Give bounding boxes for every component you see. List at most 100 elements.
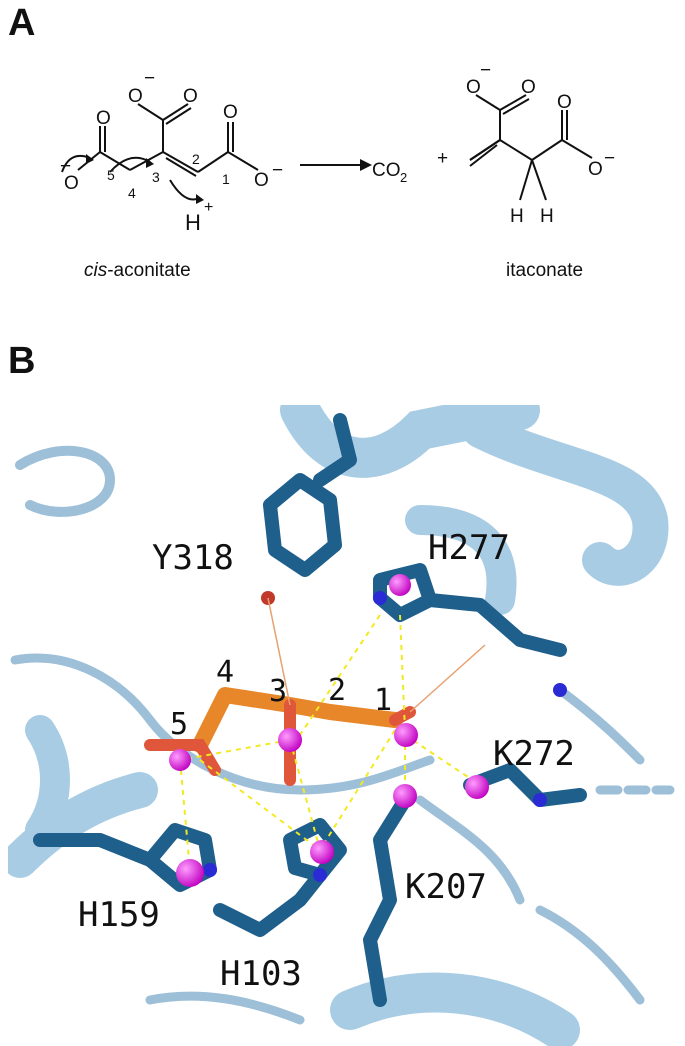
charge-c5: − xyxy=(60,156,71,177)
bond-c2-c1 xyxy=(197,151,229,173)
product-name: itaconate xyxy=(506,260,583,281)
plus-sign: + xyxy=(437,148,448,169)
arrow-head-1 xyxy=(86,154,94,164)
bond-c3-c2-b xyxy=(165,157,197,177)
hbond-9 xyxy=(179,739,291,761)
it-bond-3 xyxy=(475,94,501,111)
h277-ne xyxy=(553,683,567,697)
atom-o-minus-c1: O xyxy=(254,170,269,191)
it-h-left: H xyxy=(510,206,524,227)
residue-label-h159: H159 xyxy=(78,895,160,935)
residue-label-h103: H103 xyxy=(220,954,302,994)
it-atom-o1: O xyxy=(466,77,481,98)
residue-label-k272: K272 xyxy=(493,734,575,774)
y318-ring xyxy=(263,473,342,577)
loop-bottom-left xyxy=(145,991,305,1025)
reaction-arrow-head xyxy=(360,159,372,171)
k272-nitrogen xyxy=(533,793,547,807)
it-h-2 xyxy=(531,159,547,201)
y318-contact xyxy=(267,597,291,706)
it-atom-o3: O xyxy=(557,92,572,113)
h277-nitrogen xyxy=(373,591,387,605)
bond-co-double-2 xyxy=(165,107,192,125)
sphere-c3 xyxy=(278,728,302,752)
ligand-num-2: 2 xyxy=(328,673,346,708)
proton-charge: + xyxy=(204,199,213,216)
h103-nitrogen xyxy=(313,868,327,882)
atom-o-top2: O xyxy=(183,86,198,107)
atom-o-top: O xyxy=(128,86,143,107)
h159-ring xyxy=(143,823,217,892)
it-bond-5 xyxy=(469,139,501,161)
sphere-k272 xyxy=(465,775,489,799)
arrow-head-2 xyxy=(146,158,154,168)
reaction-scheme: O O − O − O O O − H + 5 4 3 2 1 CO 2 + O… xyxy=(60,60,615,281)
h103-chain xyxy=(213,868,327,937)
panel-a-letter: A xyxy=(8,2,36,44)
atom-o-minus-c5: O xyxy=(64,173,79,194)
co2-text: CO xyxy=(372,160,401,181)
sphere-h159 xyxy=(176,859,204,887)
residue-label-k207: K207 xyxy=(405,867,487,907)
panel-b-letter: B xyxy=(8,340,36,382)
ligand-c1-carboxylate xyxy=(389,706,416,726)
sphere-h277 xyxy=(389,574,411,596)
ligand-c5-carboxylate xyxy=(144,739,221,776)
hbond-8 xyxy=(319,729,396,851)
helix-left xyxy=(25,715,70,845)
ligand-num-5: 5 xyxy=(170,707,188,742)
helix-right-mid xyxy=(405,505,517,615)
bond-c3-c2-a xyxy=(162,151,199,173)
it-charge-2: − xyxy=(604,148,615,169)
y318-backbone xyxy=(313,413,357,487)
substrate-name: cis-aconitate xyxy=(84,260,191,281)
h159-chain xyxy=(33,833,157,867)
sphere-c1 xyxy=(394,723,418,747)
atom-o-c1: O xyxy=(223,102,238,123)
it-atom-o2: O xyxy=(521,77,536,98)
helix-top-right xyxy=(462,412,669,586)
it-bond-7 xyxy=(531,139,563,161)
carbon-num-5: 5 xyxy=(107,167,115,183)
helix-top xyxy=(280,405,540,478)
residue-label-h277: H277 xyxy=(428,528,510,568)
sphere-c5 xyxy=(169,749,191,771)
it-h-right: H xyxy=(540,206,554,227)
sphere-h103 xyxy=(310,840,334,864)
hbond-4 xyxy=(199,759,321,851)
ligand-num-1: 1 xyxy=(374,683,392,718)
carbon-num-2: 2 xyxy=(192,151,200,167)
bond-c5-c4 xyxy=(99,151,131,171)
carbon-num-4: 4 xyxy=(128,185,136,201)
charge-top: − xyxy=(144,68,155,89)
it-bond-4b xyxy=(502,98,530,115)
loop-right xyxy=(555,685,645,765)
hbond-3 xyxy=(179,759,191,871)
h159-nitrogen xyxy=(203,863,217,877)
residue-label-y318: Y318 xyxy=(152,538,234,578)
it-h-1 xyxy=(519,159,533,201)
sphere-k207 xyxy=(393,784,417,808)
helix-left-lower xyxy=(8,772,158,878)
loop-top-left xyxy=(15,445,116,517)
proton: H xyxy=(185,210,201,235)
bond-co-double-1 xyxy=(162,103,189,121)
carbon-num-3: 3 xyxy=(152,169,160,185)
co2-subscript: 2 xyxy=(400,170,407,185)
ligand-num-3: 3 xyxy=(269,674,287,709)
k272-chain xyxy=(463,763,587,807)
it-double xyxy=(469,144,498,167)
arrow-head-3 xyxy=(196,194,204,204)
h277-contact xyxy=(409,644,486,713)
h277-chain xyxy=(423,593,567,657)
it-bond-4a xyxy=(499,94,527,111)
it-bond-6 xyxy=(499,139,533,161)
k207-chain xyxy=(363,793,412,1007)
it-atom-o4: O xyxy=(588,159,603,180)
h103-ring xyxy=(283,818,347,882)
charge-c1: − xyxy=(272,160,283,181)
atom-o-c5: O xyxy=(96,108,111,129)
bond-c1-o-minus xyxy=(227,151,259,171)
hbond-1 xyxy=(299,614,381,736)
carbon-num-1: 1 xyxy=(222,171,230,187)
